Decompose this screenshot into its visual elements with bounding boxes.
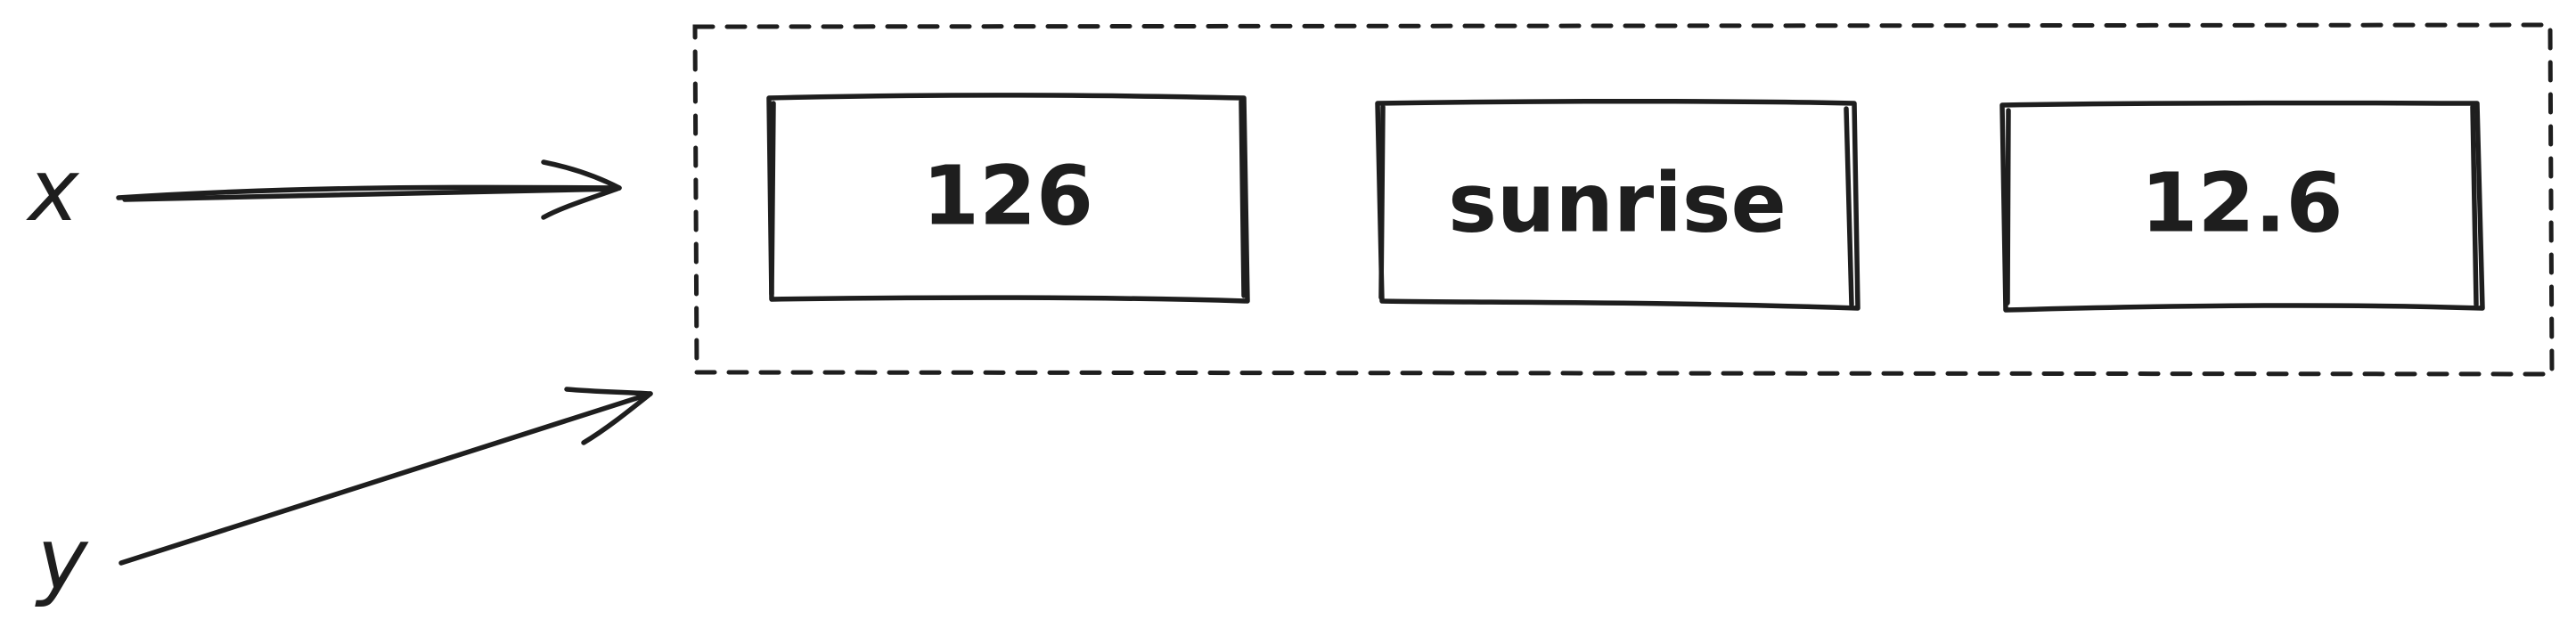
arrow-y-head [564, 387, 653, 445]
tuple-element-2-box-sketch [2005, 104, 2479, 307]
variable-x-label: x [26, 141, 80, 240]
variable-y: y [35, 387, 653, 609]
arrow-x-head [541, 159, 622, 220]
tuple-element-0: 126 [766, 93, 1250, 304]
tuple-element-2-box [1999, 100, 2485, 313]
variable-y-label: y [35, 509, 89, 609]
tuple-element-0-box [766, 93, 1250, 304]
arrow-x-shaft-sketch [122, 186, 619, 202]
variable-x: x [26, 141, 622, 240]
tuple-element-2-label: 12.6 [2141, 156, 2343, 251]
tuple-element-0-box-sketch [769, 99, 1247, 298]
arrow-y-to-tuple [119, 391, 653, 566]
tuple-element-0-label: 126 [922, 149, 1093, 244]
tuple-element-1: sunrise [1375, 98, 1860, 311]
tuple-element-1-box-sketch [1378, 104, 1854, 307]
tuple-element-1-label: sunrise [1448, 156, 1787, 251]
tuple-element-2: 12.6 [1999, 100, 2485, 313]
tuple-container [692, 22, 2555, 377]
tuple-element-1-box [1375, 98, 1860, 311]
